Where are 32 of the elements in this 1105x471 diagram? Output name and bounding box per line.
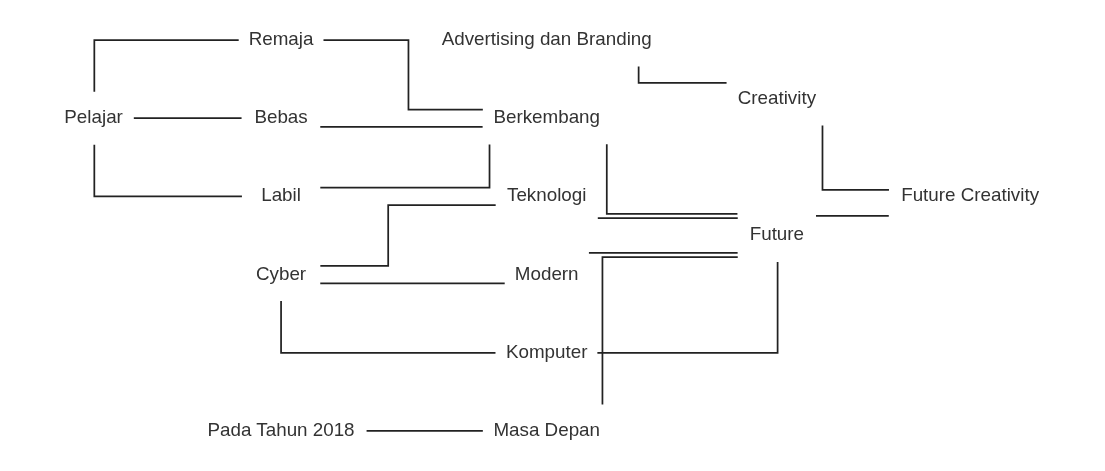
connector bbox=[596, 261, 779, 354]
connector bbox=[601, 256, 739, 406]
connector bbox=[319, 282, 506, 285]
connector bbox=[93, 143, 243, 198]
connector bbox=[132, 117, 243, 120]
connector bbox=[605, 143, 739, 215]
node-text: Pelajar bbox=[64, 106, 123, 128]
node-text: Berkembang bbox=[493, 106, 600, 128]
node-text: Modern bbox=[514, 262, 579, 284]
connector bbox=[588, 252, 739, 254]
connector bbox=[596, 217, 739, 219]
node-text: Creativity bbox=[737, 87, 817, 109]
node-text: Cyber bbox=[256, 262, 307, 284]
node-text: Labil bbox=[261, 184, 301, 206]
connector bbox=[319, 126, 484, 128]
node-text: Masa Depan bbox=[493, 418, 600, 440]
connector bbox=[365, 430, 484, 432]
connector bbox=[319, 143, 491, 189]
connector bbox=[280, 300, 497, 354]
connector bbox=[93, 39, 240, 93]
connector bbox=[319, 204, 497, 267]
node-text: Remaja bbox=[248, 27, 314, 49]
node-text: Advertising dan Branding bbox=[441, 27, 652, 49]
connector bbox=[821, 124, 890, 191]
node-text: Komputer bbox=[505, 340, 588, 362]
node-text: Bebas bbox=[254, 106, 308, 128]
node-text: Teknologi bbox=[507, 184, 587, 206]
node-text: Future Creativity bbox=[901, 184, 1040, 206]
node-text: Future bbox=[749, 223, 805, 245]
connector bbox=[815, 215, 890, 217]
connector bbox=[322, 39, 484, 111]
node-text: Pada Tahun 2018 bbox=[207, 418, 355, 440]
